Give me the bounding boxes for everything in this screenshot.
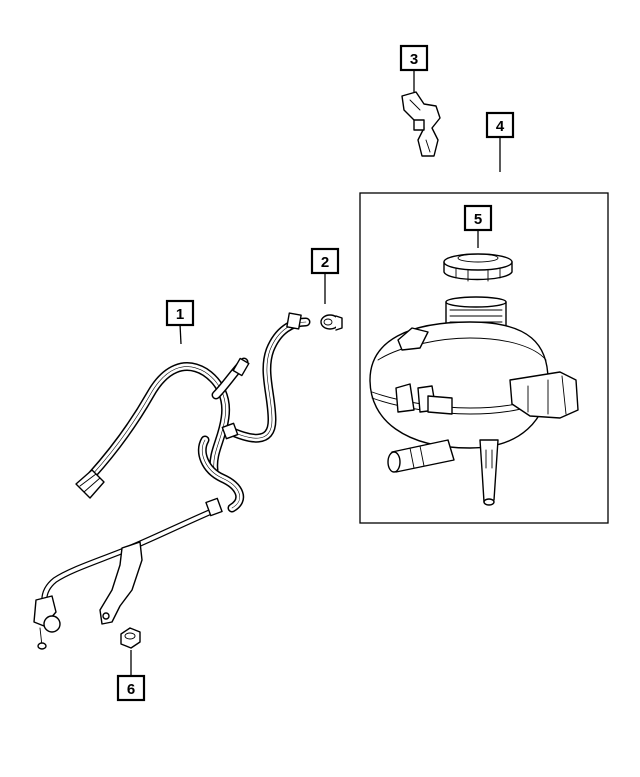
nut-icon <box>120 627 141 649</box>
callout-2: 2 <box>310 247 340 275</box>
hose-assembly-icon <box>33 312 311 650</box>
callout-6: 6 <box>116 674 146 702</box>
callout-1: 1 <box>165 299 195 327</box>
hose-clamp-icon <box>320 314 343 331</box>
reservoir-inset-frame <box>359 192 609 524</box>
leader-line-1 <box>179 323 182 345</box>
callout-label: 2 <box>321 254 329 271</box>
callout-label: 5 <box>474 211 482 228</box>
callout-label: 4 <box>496 118 505 135</box>
pressure-cap-icon <box>443 253 513 282</box>
coolant-reservoir-icon <box>369 296 579 506</box>
callout-label: 3 <box>410 51 418 68</box>
callout-label: 1 <box>176 306 184 323</box>
retaining-clip-icon <box>401 91 441 157</box>
callout-4: 4 <box>485 111 515 139</box>
callout-5: 5 <box>463 204 493 232</box>
callout-label: 6 <box>127 681 135 698</box>
callout-3: 3 <box>399 44 429 72</box>
